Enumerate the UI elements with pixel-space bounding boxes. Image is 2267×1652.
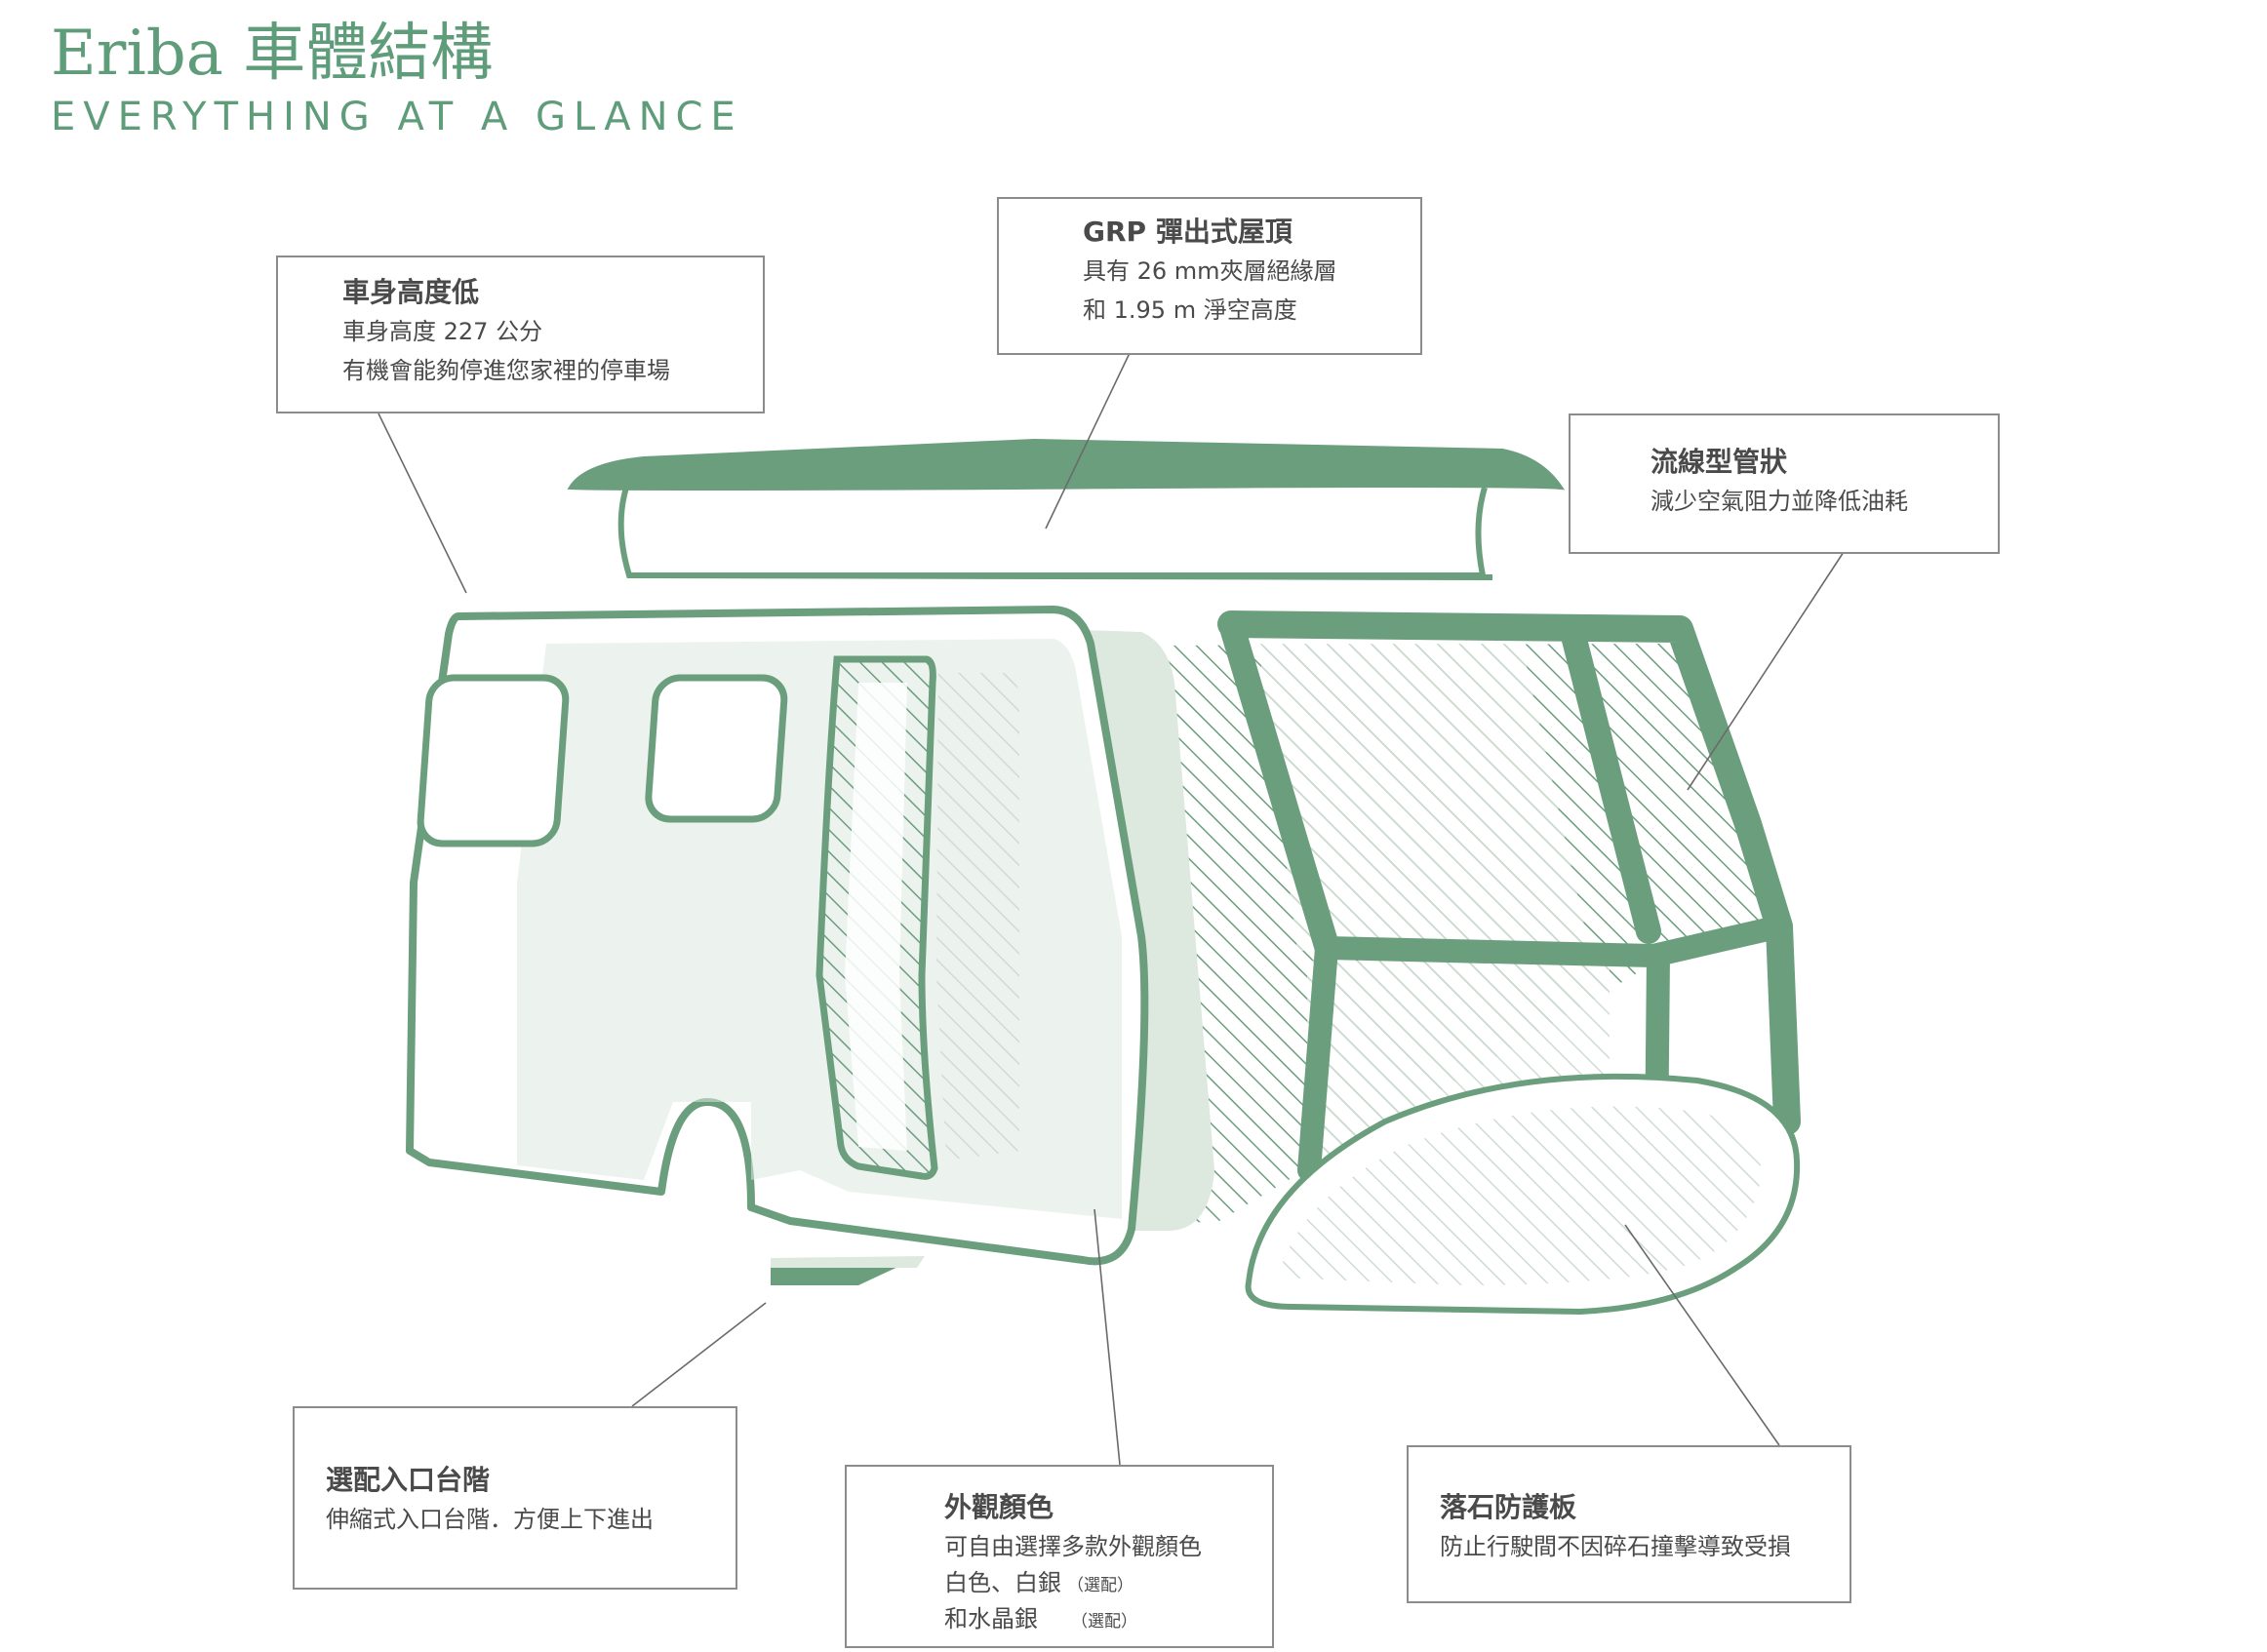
callout-grp-roof: GRP 彈出式屋頂 具有 26 mm夾層絕緣層 和 1.95 m 淨空高度 [997, 197, 1422, 355]
callout-streamline: 流線型管狀 減少空氣阻力並降低油耗 [1569, 413, 2000, 554]
rear-window [936, 673, 1019, 1160]
callout-line: 白色、白銀 （選配） [944, 1566, 1272, 1602]
page-title: Eriba 車體結構 [51, 18, 494, 90]
callout-heading: 外觀顏色 [944, 1491, 1054, 1523]
callout-entry-step: 選配入口台階 伸縮式入口台階．方便上下進出 [293, 1406, 737, 1590]
callout-heading: GRP 彈出式屋頂 [1083, 216, 1293, 248]
optional-note: （選配） [1071, 1612, 1137, 1632]
callout-line: 減少空氣阻力並降低油耗 [1651, 488, 1908, 515]
callout-line: 可自由選擇多款外觀顏色 [944, 1533, 1202, 1560]
callout-heading: 流線型管狀 [1651, 446, 1788, 478]
callout-heading: 車身高度低 [342, 276, 480, 308]
window-left [417, 674, 570, 847]
stone-guard-panel [1245, 1073, 1801, 1316]
callout-stone-guard: 落石防護板 防止行駛間不因碎石撞擊導致受損 [1407, 1445, 1851, 1603]
callout-line: 和水晶銀 （選配） [944, 1602, 1272, 1638]
callout-exterior-color: 外觀顏色 可自由選擇多款外觀顏色 白色、白銀 （選配） 和水晶銀 （選配） [845, 1465, 1274, 1648]
callout-heading: 落石防護板 [1440, 1491, 1577, 1523]
callout-line: 有機會能夠停進您家裡的停車場 [342, 357, 670, 384]
callout-line: 車身高度 227 公分 [342, 318, 543, 345]
streamline-frame [1141, 610, 1801, 1224]
body-shell [406, 606, 1149, 1266]
page-subtitle: EVERYTHING AT A GLANCE [51, 95, 743, 139]
color-options: 和水晶銀 [944, 1605, 1038, 1632]
optional-note: （選配） [1067, 1576, 1134, 1595]
callout-line: 伸縮式入口台階．方便上下進出 [326, 1506, 654, 1533]
callout-low-height: 車身高度低 車身高度 227 公分 有機會能夠停進您家裡的停車場 [276, 256, 765, 413]
color-options: 白色、白銀 [944, 1569, 1061, 1596]
leader-lines [378, 352, 1845, 1466]
callout-line: 具有 26 mm夾層絕緣層 [1083, 257, 1337, 285]
pop-up-roof [567, 438, 1566, 580]
window-middle [645, 674, 788, 823]
callout-heading: 選配入口台階 [326, 1464, 491, 1496]
callout-line: 防止行駛間不因碎石撞擊導致受損 [1440, 1533, 1791, 1560]
callout-line: 和 1.95 m 淨空高度 [1083, 296, 1297, 324]
